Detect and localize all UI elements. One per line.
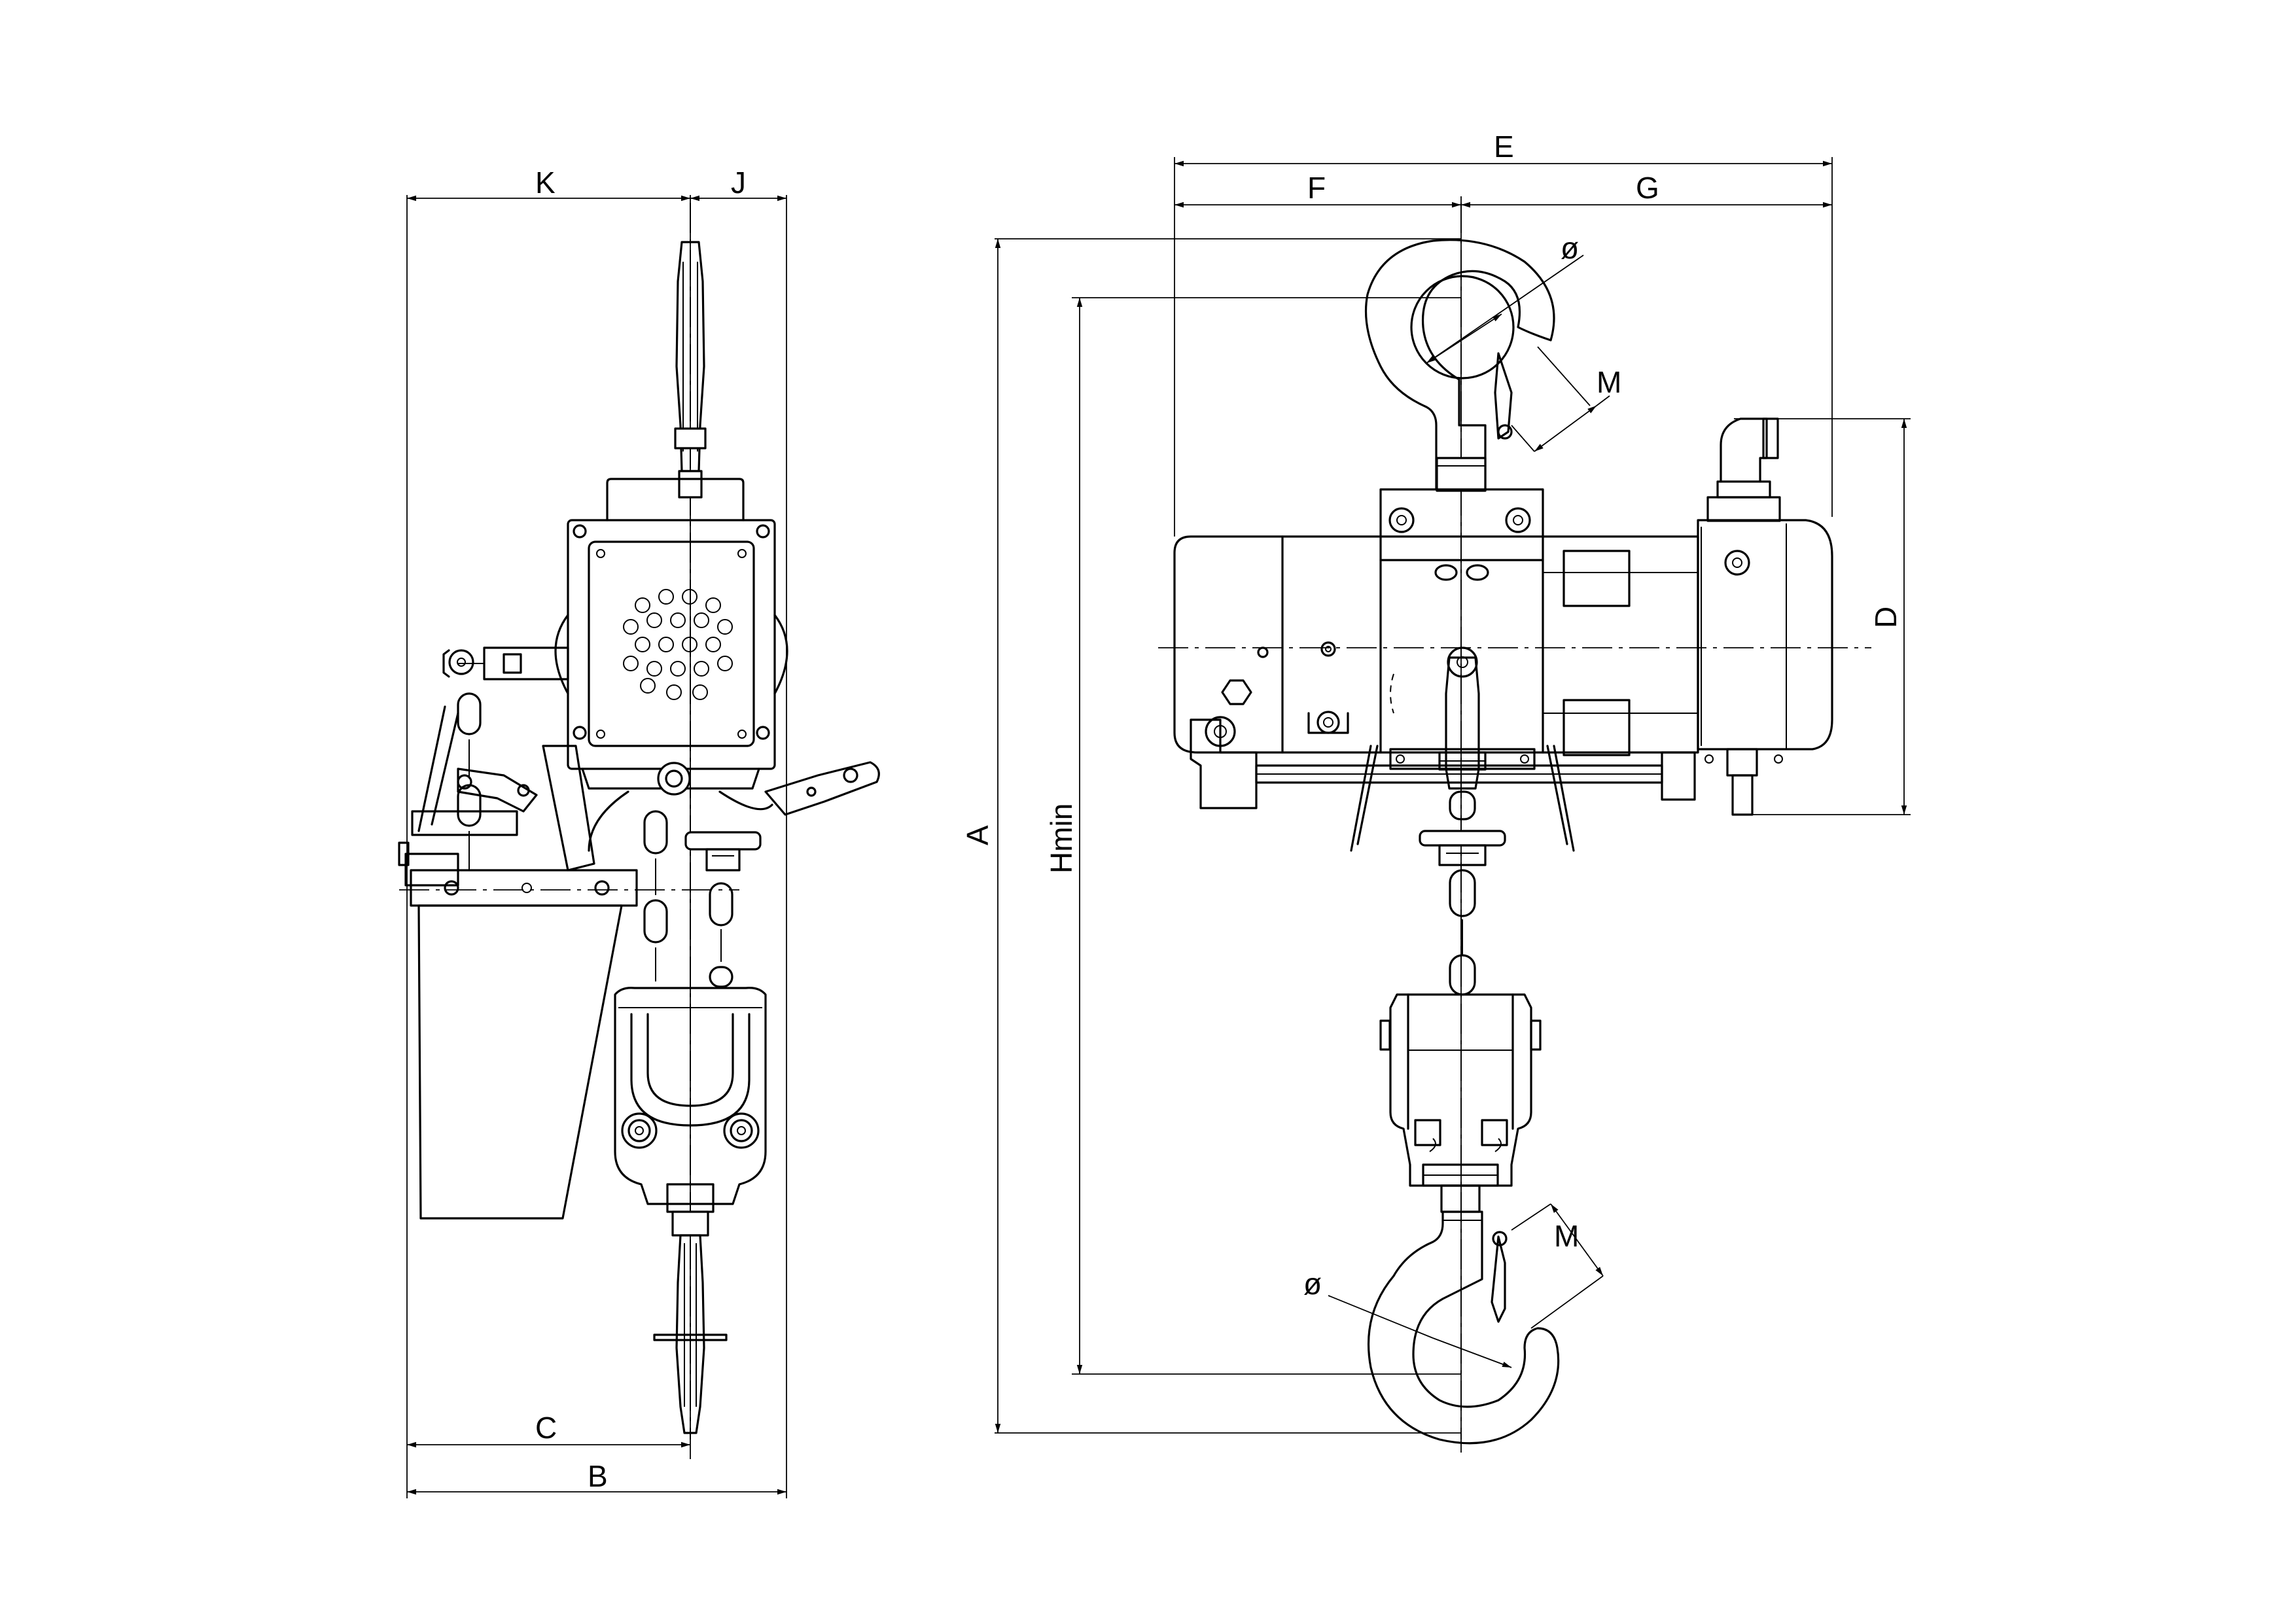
dim-label-A: A bbox=[961, 825, 995, 845]
dim-label-K: K bbox=[535, 166, 556, 200]
front-dimensions: E F G A Hmin D bbox=[961, 130, 1907, 1433]
dim-label-D: D bbox=[1869, 607, 1903, 628]
dim-label-dia-top: ø bbox=[1561, 231, 1579, 265]
side-dimensions: K J C B bbox=[407, 166, 786, 1495]
front-chain-hanger bbox=[1419, 646, 1506, 996]
front-bottom-hook bbox=[1367, 1210, 1560, 1445]
side-motor-housing bbox=[554, 478, 788, 796]
side-bottom-block bbox=[614, 987, 767, 1213]
dim-label-C: C bbox=[535, 1411, 557, 1445]
dim-label-B: B bbox=[588, 1459, 608, 1493]
vent-pattern bbox=[623, 589, 733, 700]
front-top-plate bbox=[1379, 488, 1544, 581]
front-hook-annotations: ø M ø M bbox=[1303, 231, 1621, 1368]
dim-label-Hmin: Hmin bbox=[1044, 803, 1078, 874]
front-brake-assembly bbox=[1190, 716, 1696, 852]
dim-label-E: E bbox=[1494, 130, 1514, 164]
side-bottom-hook bbox=[653, 1210, 728, 1434]
side-load-chains bbox=[457, 692, 773, 988]
dim-label-G: G bbox=[1636, 171, 1659, 205]
front-top-hook bbox=[1364, 239, 1555, 492]
dim-label-M-bottom: M bbox=[1554, 1219, 1579, 1253]
dim-label-M-top: M bbox=[1597, 365, 1621, 399]
side-top-hook bbox=[674, 241, 707, 499]
chain-container bbox=[398, 810, 638, 1220]
front-bottom-block bbox=[1379, 993, 1542, 1213]
front-control-box bbox=[1697, 417, 1833, 816]
side-view: K J C B bbox=[398, 166, 880, 1498]
side-shaft-lever bbox=[417, 646, 880, 872]
dim-label-dia-bottom: ø bbox=[1303, 1267, 1322, 1301]
front-view: ø M ø M E F G A Hmin D bbox=[961, 130, 1911, 1453]
front-main-body bbox=[1173, 535, 1699, 756]
dim-label-F: F bbox=[1307, 171, 1326, 205]
dim-label-J: J bbox=[731, 166, 746, 200]
